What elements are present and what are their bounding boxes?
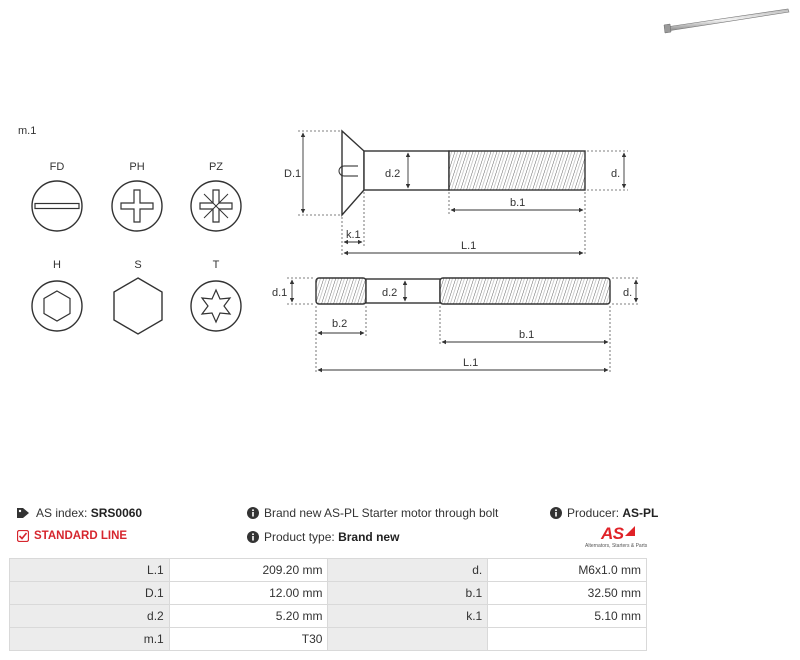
dim-b2: b.2 bbox=[332, 318, 347, 330]
spec-value: T30 bbox=[168, 627, 329, 651]
torx-head-icon bbox=[190, 280, 242, 332]
table-row: L.1 209.20 mm d. M6x1.0 mm bbox=[9, 558, 647, 582]
slotted-head-icon bbox=[31, 180, 83, 232]
table-row: m.1 T30 bbox=[9, 627, 647, 651]
standard-line-badge: STANDARD LINE bbox=[17, 530, 127, 542]
spec-value: 209.20 mm bbox=[168, 558, 329, 582]
tag-icon bbox=[17, 507, 31, 519]
spec-value: M6x1.0 mm bbox=[487, 558, 647, 582]
info-icon bbox=[247, 507, 259, 519]
spec-key: b.1 bbox=[327, 581, 489, 605]
dim-L1: L.1 bbox=[463, 357, 478, 369]
phillips-head-icon bbox=[111, 180, 163, 232]
head-type-ph: PH bbox=[111, 161, 163, 232]
as-index: AS index: SRS0060 bbox=[17, 506, 142, 520]
producer-label: Producer: bbox=[567, 506, 620, 520]
dim-d: d. bbox=[611, 168, 620, 180]
logo-text: AS bbox=[601, 524, 624, 543]
product-thumbnail bbox=[663, 8, 790, 34]
as-index-value: SRS0060 bbox=[90, 506, 143, 520]
spec-key: d.2 bbox=[9, 604, 170, 628]
dim-b1: b.1 bbox=[519, 329, 534, 341]
spec-value: 32.50 mm bbox=[487, 581, 647, 605]
producer: Producer: AS-PL bbox=[550, 506, 658, 520]
logo-mark-icon bbox=[625, 526, 635, 536]
spec-key: D.1 bbox=[9, 581, 170, 605]
standard-line-label: STANDARD LINE bbox=[34, 530, 128, 542]
dim-k1: k.1 bbox=[346, 229, 361, 241]
description-text: Brand new AS-PL Starter motor through bo… bbox=[264, 506, 499, 520]
product-type-label: Product type: bbox=[264, 530, 335, 544]
dim-d1: d.1 bbox=[272, 287, 287, 299]
producer-value: AS-PL bbox=[622, 506, 659, 520]
dim-d2: d.2 bbox=[382, 287, 397, 299]
table-row: d.2 5.20 mm k.1 5.10 mm bbox=[9, 604, 647, 628]
head-type-code: PH bbox=[129, 161, 144, 173]
head-type-fd: FD bbox=[31, 161, 83, 232]
technical-drawing: m.1 FD PH PZ H S bbox=[18, 125, 640, 374]
dim-b1: b.1 bbox=[510, 197, 525, 209]
logo-tagline: Alternators, Starters & Parts bbox=[585, 543, 648, 549]
product-description: Brand new AS-PL Starter motor through bo… bbox=[247, 506, 498, 520]
spec-key: L.1 bbox=[9, 558, 170, 582]
head-type-h: H bbox=[31, 259, 83, 332]
spec-value: 5.20 mm bbox=[168, 604, 329, 628]
as-index-label: AS index: bbox=[36, 506, 88, 520]
head-type-code: S bbox=[134, 259, 141, 271]
product-type-value: Brand new bbox=[338, 530, 400, 544]
head-type-t: T bbox=[190, 259, 242, 332]
dim-d: d. bbox=[623, 287, 632, 299]
dim-d2: d.2 bbox=[385, 168, 400, 180]
pozidriv-head-icon bbox=[190, 180, 242, 232]
info-icon bbox=[550, 507, 562, 519]
spec-value: 5.10 mm bbox=[487, 604, 647, 628]
spec-value: 12.00 mm bbox=[168, 581, 329, 605]
as-pl-logo: AS Alternators, Starters & Parts bbox=[585, 524, 653, 552]
product-type: Product type: Brand new bbox=[247, 530, 399, 544]
head-type-s: S bbox=[113, 259, 163, 335]
head-type-code: PZ bbox=[209, 161, 223, 173]
head-type-code: FD bbox=[50, 161, 65, 173]
spec-value bbox=[487, 627, 647, 651]
head-type-pz: PZ bbox=[190, 161, 242, 232]
spec-key: k.1 bbox=[327, 604, 489, 628]
checkbox-checked-icon bbox=[17, 530, 29, 542]
spec-key bbox=[327, 627, 489, 651]
spec-key: m.1 bbox=[9, 627, 170, 651]
head-type-label: m.1 bbox=[18, 125, 36, 137]
table-row: D.1 12.00 mm b.1 32.50 mm bbox=[9, 581, 647, 605]
bolt-stud-drawing: d.1 d.2 d. b.2 b.1 L.1 bbox=[272, 277, 640, 374]
spec-key: d. bbox=[327, 558, 489, 582]
dim-D1: D.1 bbox=[284, 168, 301, 180]
specs-table: L.1 209.20 mm d. M6x1.0 mm D.1 12.00 mm … bbox=[9, 558, 647, 651]
dim-L1: L.1 bbox=[461, 240, 476, 252]
hex-socket-head-icon bbox=[31, 280, 83, 332]
info-icon bbox=[247, 531, 259, 543]
bolt-countersunk-drawing: D.1 d.2 d. b.1 k.1 L.1 bbox=[284, 129, 628, 256]
head-type-code: H bbox=[53, 259, 61, 271]
head-type-code: T bbox=[213, 259, 220, 271]
hex-head-icon bbox=[113, 277, 163, 335]
